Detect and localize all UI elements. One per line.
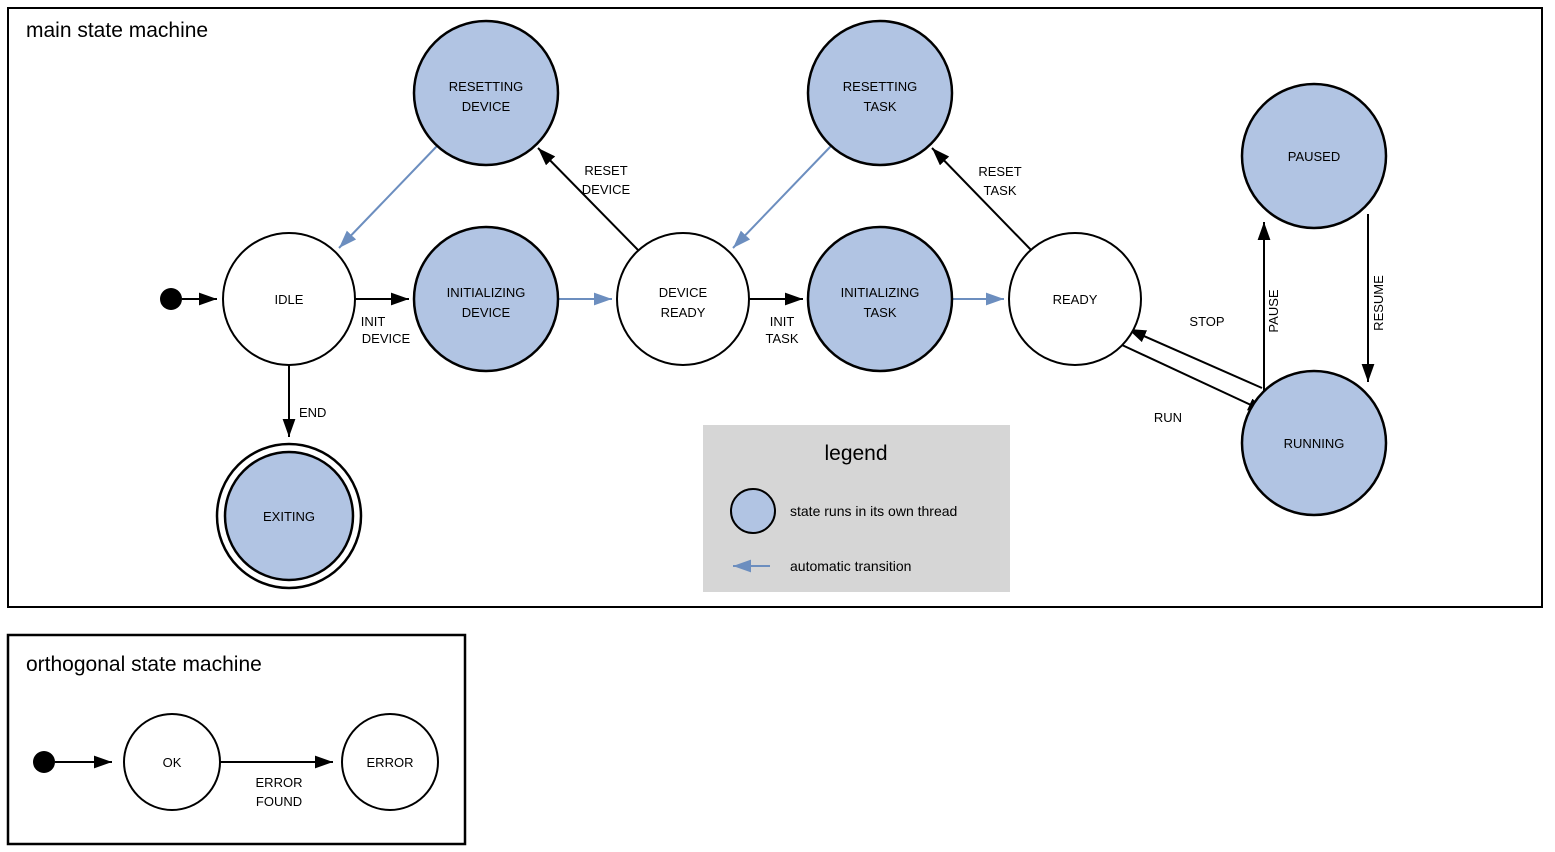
transition-running-ready	[1127, 328, 1263, 389]
state-label-resetting-task-line1: RESETTING	[843, 79, 917, 94]
state-node-idle[interactable]	[222, 232, 356, 366]
transition-label-init-device-line1: INIT	[361, 314, 386, 329]
ortho-initial-state-marker	[33, 751, 55, 773]
transition-label-reset-device-line2: DEVICE	[582, 182, 631, 197]
state-label-ready: READY	[1053, 292, 1098, 307]
legend-automatic-transition-text: automatic transition	[790, 558, 911, 574]
transition-ready-resetting-task	[931, 147, 1034, 253]
state-node-ready[interactable]	[1008, 232, 1142, 366]
state-label-resetting-device-line2: DEVICE	[462, 99, 511, 114]
transition-label-init-task-line1: INIT	[770, 314, 795, 329]
state-label-resetting-task-line2: TASK	[864, 99, 897, 114]
state-node-initializing-device[interactable]	[412, 225, 560, 373]
state-label-initializing-task-line2: TASK	[864, 305, 897, 320]
transition-label-stop: STOP	[1189, 314, 1224, 329]
transition-label-init-task-line2: TASK	[766, 331, 799, 346]
state-label-device-ready-line2: READY	[661, 305, 706, 320]
state-node-ok[interactable]	[123, 713, 221, 811]
transition-device-ready-resetting-device	[537, 147, 641, 253]
legend-threaded-state-icon	[730, 488, 776, 534]
state-label-initializing-device-line2: DEVICE	[462, 305, 511, 320]
state-label-initializing-device-line1: INITIALIZING	[447, 285, 526, 300]
state-node-initializing-task[interactable]	[806, 225, 954, 373]
transition-resetting-device-idle	[338, 145, 438, 249]
transition-label-error-found-line2: FOUND	[256, 794, 302, 809]
state-node-resetting-device[interactable]	[412, 19, 560, 167]
initial-state-marker	[160, 288, 182, 310]
transition-label-reset-task-line2: TASK	[984, 183, 1017, 198]
transition-ready-running	[1121, 344, 1267, 413]
transition-label-init-device-line2: DEVICE	[362, 331, 411, 346]
state-node-exiting[interactable]	[223, 450, 355, 582]
state-node-resetting-task[interactable]	[806, 19, 954, 167]
state-label-idle: IDLE	[275, 292, 304, 307]
transition-label-reset-task-line1: RESET	[978, 164, 1021, 179]
transition-label-pause: PAUSE	[1266, 289, 1281, 332]
state-label-device-ready-line1: DEVICE	[659, 285, 708, 300]
state-node-paused[interactable]	[1240, 82, 1388, 230]
main-state-machine-title: main state machine	[26, 19, 208, 42]
state-label-paused: PAUSED	[1288, 149, 1341, 164]
state-label-initializing-task-line1: INITIALIZING	[841, 285, 920, 300]
transition-label-end: END	[299, 405, 326, 420]
state-label-error: ERROR	[367, 755, 414, 770]
transition-label-resume: RESUME	[1371, 275, 1386, 331]
state-label-resetting-device-line1: RESETTING	[449, 79, 523, 94]
transition-label-error-found-line1: ERROR	[256, 775, 303, 790]
state-node-error[interactable]	[341, 713, 439, 811]
state-label-running: RUNNING	[1284, 436, 1345, 451]
transition-label-reset-device-line1: RESET	[584, 163, 627, 178]
legend-threaded-state-text: state runs in its own thread	[790, 503, 957, 519]
state-label-ok: OK	[163, 755, 182, 770]
legend-title: legend	[824, 442, 887, 465]
transition-label-run: RUN	[1154, 410, 1182, 425]
orthogonal-state-machine-title: orthogonal state machine	[26, 653, 262, 676]
state-node-device-ready[interactable]	[616, 232, 750, 366]
state-node-running[interactable]	[1240, 369, 1388, 517]
transition-resetting-task-device-ready	[732, 145, 832, 249]
state-label-exiting: EXITING	[263, 509, 315, 524]
